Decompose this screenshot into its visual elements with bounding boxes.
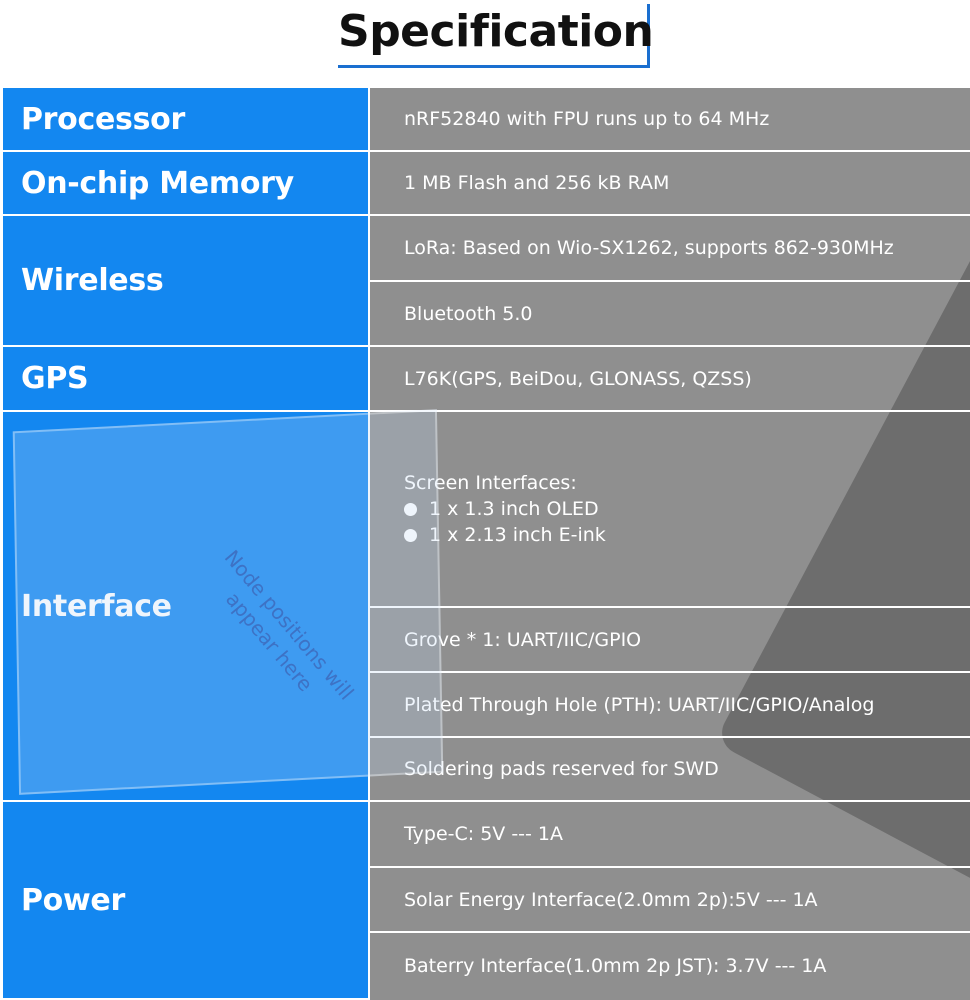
value-memory: 1 MB Flash and 256 kB RAM (370, 152, 970, 216)
title-box: Specification (338, 4, 654, 68)
value-wireless-lora: LoRa: Based on Wio-SX1262, supports 862-… (370, 216, 970, 282)
screen-item-text: 1 x 2.13 inch E-ink (429, 524, 606, 546)
value-interface-grove: Grove * 1: UART/IIC/GPIO (370, 608, 970, 673)
value-power-solar: Solar Energy Interface(2.0mm 2p):5V --- … (370, 868, 970, 933)
value-interface-pth: Plated Through Hole (PTH): UART/IIC/GPIO… (370, 673, 970, 738)
label-interface: Interface (3, 412, 368, 800)
value-interface-swd: Soldering pads reserved for SWD (370, 738, 970, 802)
value-power-typec: Type-C: 5V --- 1A (370, 802, 970, 868)
label-processor: Processor (3, 88, 368, 150)
row-divider (0, 214, 970, 216)
screen-interfaces-heading: Screen Interfaces: (404, 472, 577, 494)
value-background (370, 88, 970, 1000)
value-interface-screens: Screen Interfaces: 1 x 1.3 inch OLED 1 x… (370, 412, 970, 608)
value-wireless-bluetooth: Bluetooth 5.0 (370, 282, 970, 347)
value-gps: L76K(GPS, BeiDou, GLONASS, QZSS) (370, 347, 970, 412)
bullet-icon (404, 528, 417, 542)
spec-table: Processor nRF52840 with FPU runs up to 6… (0, 88, 970, 1000)
label-wireless: Wireless (3, 216, 368, 345)
row-divider (0, 345, 970, 347)
bullet-icon (404, 502, 417, 516)
value-processor: nRF52840 with FPU runs up to 64 MHz (370, 88, 970, 152)
row-divider (0, 800, 970, 802)
value-power-battery: Baterry Interface(1.0mm 2p JST): 3.7V --… (404, 954, 827, 977)
screen-item-text: 1 x 1.3 inch OLED (429, 498, 599, 520)
label-gps: GPS (3, 347, 368, 410)
row-divider (0, 410, 970, 412)
screen-item: 1 x 2.13 inch E-ink (404, 524, 606, 546)
label-memory: On-chip Memory (3, 152, 368, 214)
row-divider (0, 150, 970, 152)
label-power: Power (3, 802, 368, 998)
screen-item: 1 x 1.3 inch OLED (404, 498, 599, 520)
title-area: Specification (0, 0, 970, 88)
page-title: Specification (338, 6, 654, 57)
